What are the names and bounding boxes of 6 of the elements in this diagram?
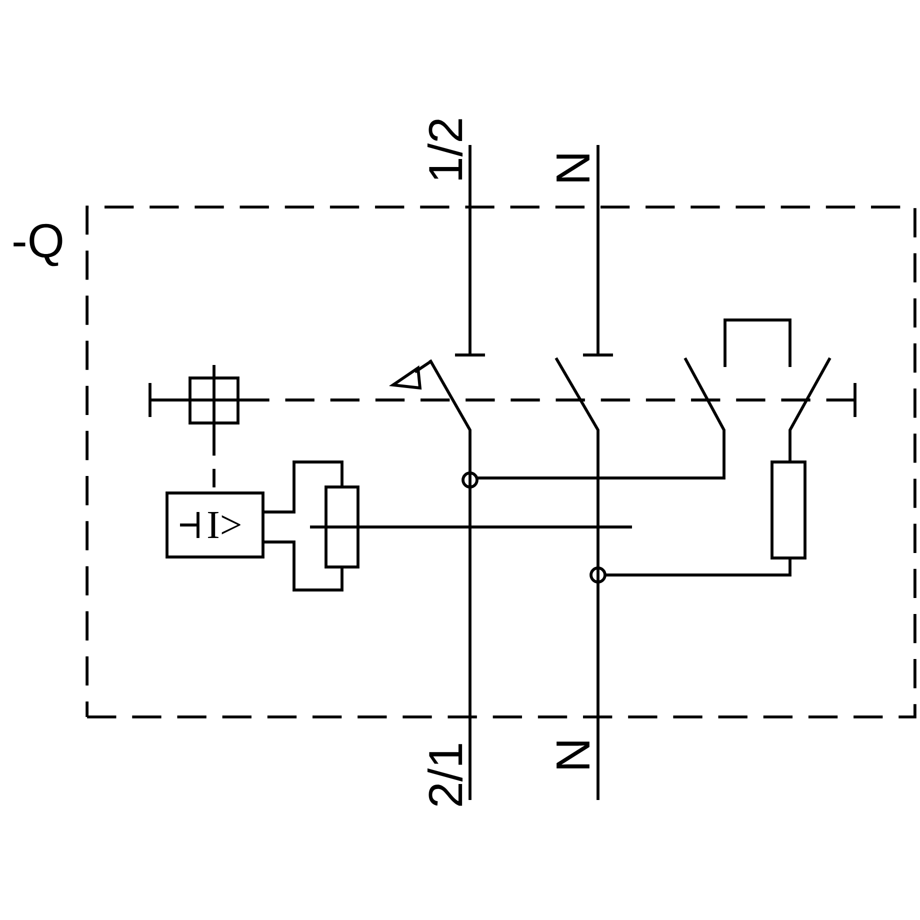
terminal-label: 1/2 xyxy=(427,119,463,180)
terminal-label: N xyxy=(556,742,590,768)
terminal-label: 2/1 xyxy=(427,744,463,806)
node-label: -Q xyxy=(14,224,62,266)
terminal-label: N xyxy=(556,154,590,182)
relay-box: I> xyxy=(166,492,264,558)
